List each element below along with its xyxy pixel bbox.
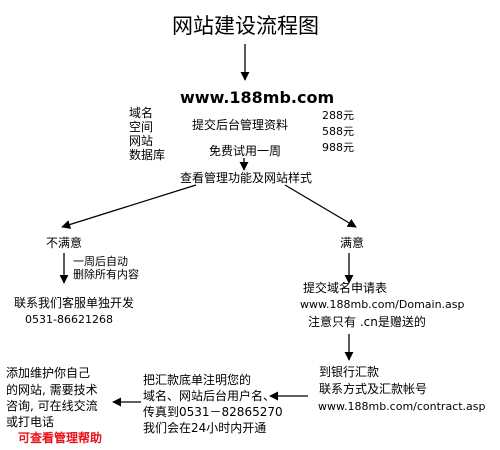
satisfied-label: 满意 — [340, 236, 365, 250]
price-988: 988元 — [322, 141, 354, 154]
review-functions: 查看管理功能及网站样式 — [180, 171, 313, 185]
admin-help-link[interactable]: 可查看管理帮助 — [18, 431, 103, 445]
maintenance-line-2: 的网站, 需要技术 — [6, 383, 98, 397]
maintenance-line-3: 咨询, 可在线交流 — [6, 399, 98, 413]
submit-admin-info: 提交后台管理资料 — [192, 118, 289, 132]
service-phone: 0531-86621268 — [25, 313, 113, 326]
auto-delete-note-2: 删除所有内容 — [73, 268, 139, 281]
auto-delete-note-1: 一周后自动 — [73, 255, 128, 268]
fax-line-3: 传真到0531－82865270 — [143, 405, 283, 419]
left-item-website: 网站 — [129, 134, 154, 148]
maintenance-line-4: 或打电话 — [6, 415, 55, 429]
maintenance-line-1: 添加维护你自己 — [6, 366, 91, 380]
unsatisfied-label: 不满意 — [46, 236, 83, 250]
site-url[interactable]: www.188mb.com — [180, 88, 335, 107]
left-item-space: 空间 — [129, 120, 154, 134]
fax-line-1: 把汇款底单注明您的 — [143, 373, 252, 387]
contact-account: 联系方式及汇款帐号 — [319, 382, 428, 396]
arrow-to-satisfied — [284, 184, 357, 228]
cn-free-note: 注意只有 .cn是赠送的 — [308, 315, 426, 329]
left-item-database: 数据库 — [129, 148, 166, 162]
free-trial: 免费试用一周 — [209, 144, 282, 158]
domain-apply-url[interactable]: www.188mb.com/Domain.asp — [300, 298, 465, 311]
price-588: 588元 — [322, 125, 354, 138]
bank-transfer: 到银行汇款 — [319, 365, 380, 379]
arrow-to-unsatisfied — [61, 184, 197, 229]
page-title: 网站建设流程图 — [172, 14, 319, 38]
domain-apply: 提交域名申请表 — [303, 281, 388, 295]
fax-line-2: 域名、网站后台用户名、 — [143, 389, 276, 403]
fax-line-4: 我们会在24小时内开通 — [143, 421, 267, 435]
contract-url[interactable]: www.188mb.com/contract.asp — [318, 400, 486, 413]
left-item-domain: 域名 — [129, 106, 154, 120]
price-288: 288元 — [322, 109, 354, 122]
custom-dev-contact: 联系我们客服单独开发 — [14, 296, 135, 310]
